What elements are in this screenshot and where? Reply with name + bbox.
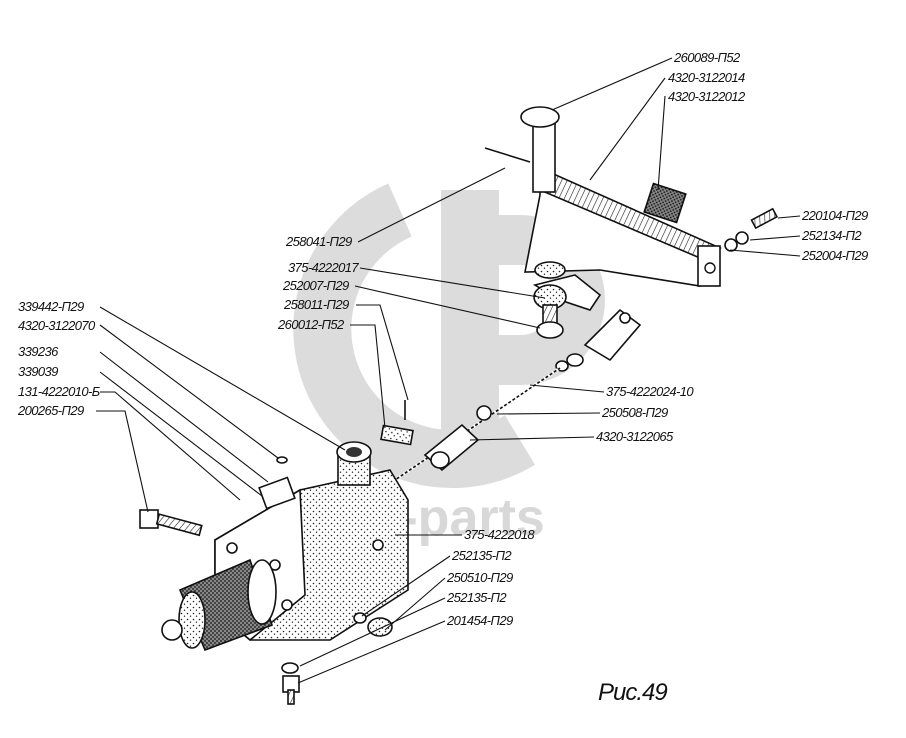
- part-label: 252134-П2: [801, 228, 862, 243]
- part-label: 4320-3122070: [18, 318, 96, 333]
- part-label: 375-4222017: [288, 260, 359, 275]
- clevis-right: [555, 308, 642, 372]
- bolt-right: [724, 207, 779, 252]
- part-label: 339236: [18, 344, 59, 359]
- cylinder-part: [161, 558, 277, 652]
- part-label: 252135-П2: [446, 590, 507, 605]
- part-label: 4320-3122012: [668, 89, 746, 104]
- part-label: 258011-П29: [283, 297, 349, 312]
- part-label: 260089-П52: [673, 50, 741, 65]
- leader-lines: [96, 57, 801, 684]
- part-label: 200265-П29: [17, 403, 84, 418]
- nut-washers: [281, 612, 393, 705]
- part-label: 250508-П29: [601, 405, 668, 420]
- part-label: 375-4222018: [464, 527, 535, 542]
- part-label: 252135-П2: [451, 548, 512, 563]
- figure-caption: Рис.49: [598, 679, 667, 706]
- part-label: 4320-3122065: [596, 429, 674, 444]
- part-label: 250510-П29: [446, 570, 513, 585]
- part-label: 220104-П29: [801, 208, 868, 223]
- clevis-left: [423, 405, 492, 472]
- part-label: 131-4222010-Б: [18, 384, 101, 399]
- part-labels: 260089-П52 4320-3122014 4320-3122012 220…: [17, 50, 869, 628]
- lever-arm: [532, 261, 602, 339]
- part-label: 339039: [18, 364, 58, 379]
- threaded-rod: [394, 366, 561, 482]
- part-label: 260012-П52: [277, 317, 345, 332]
- part-label: 375-4222024-10: [606, 384, 694, 399]
- pin-part: [484, 106, 560, 193]
- part-label: 339442-П29: [18, 299, 84, 314]
- part-label: 201454-П29: [446, 613, 513, 628]
- part-label: 252007-П29: [282, 278, 349, 293]
- part-label: 252004-П29: [801, 248, 868, 263]
- bolt-left: [139, 509, 203, 537]
- part-label: 258041-П29: [285, 234, 352, 249]
- part-label: 4320-3122014: [668, 70, 745, 85]
- bracket-plate: [524, 166, 722, 287]
- small-pin: [380, 400, 414, 446]
- parts-drawing: [139, 106, 779, 705]
